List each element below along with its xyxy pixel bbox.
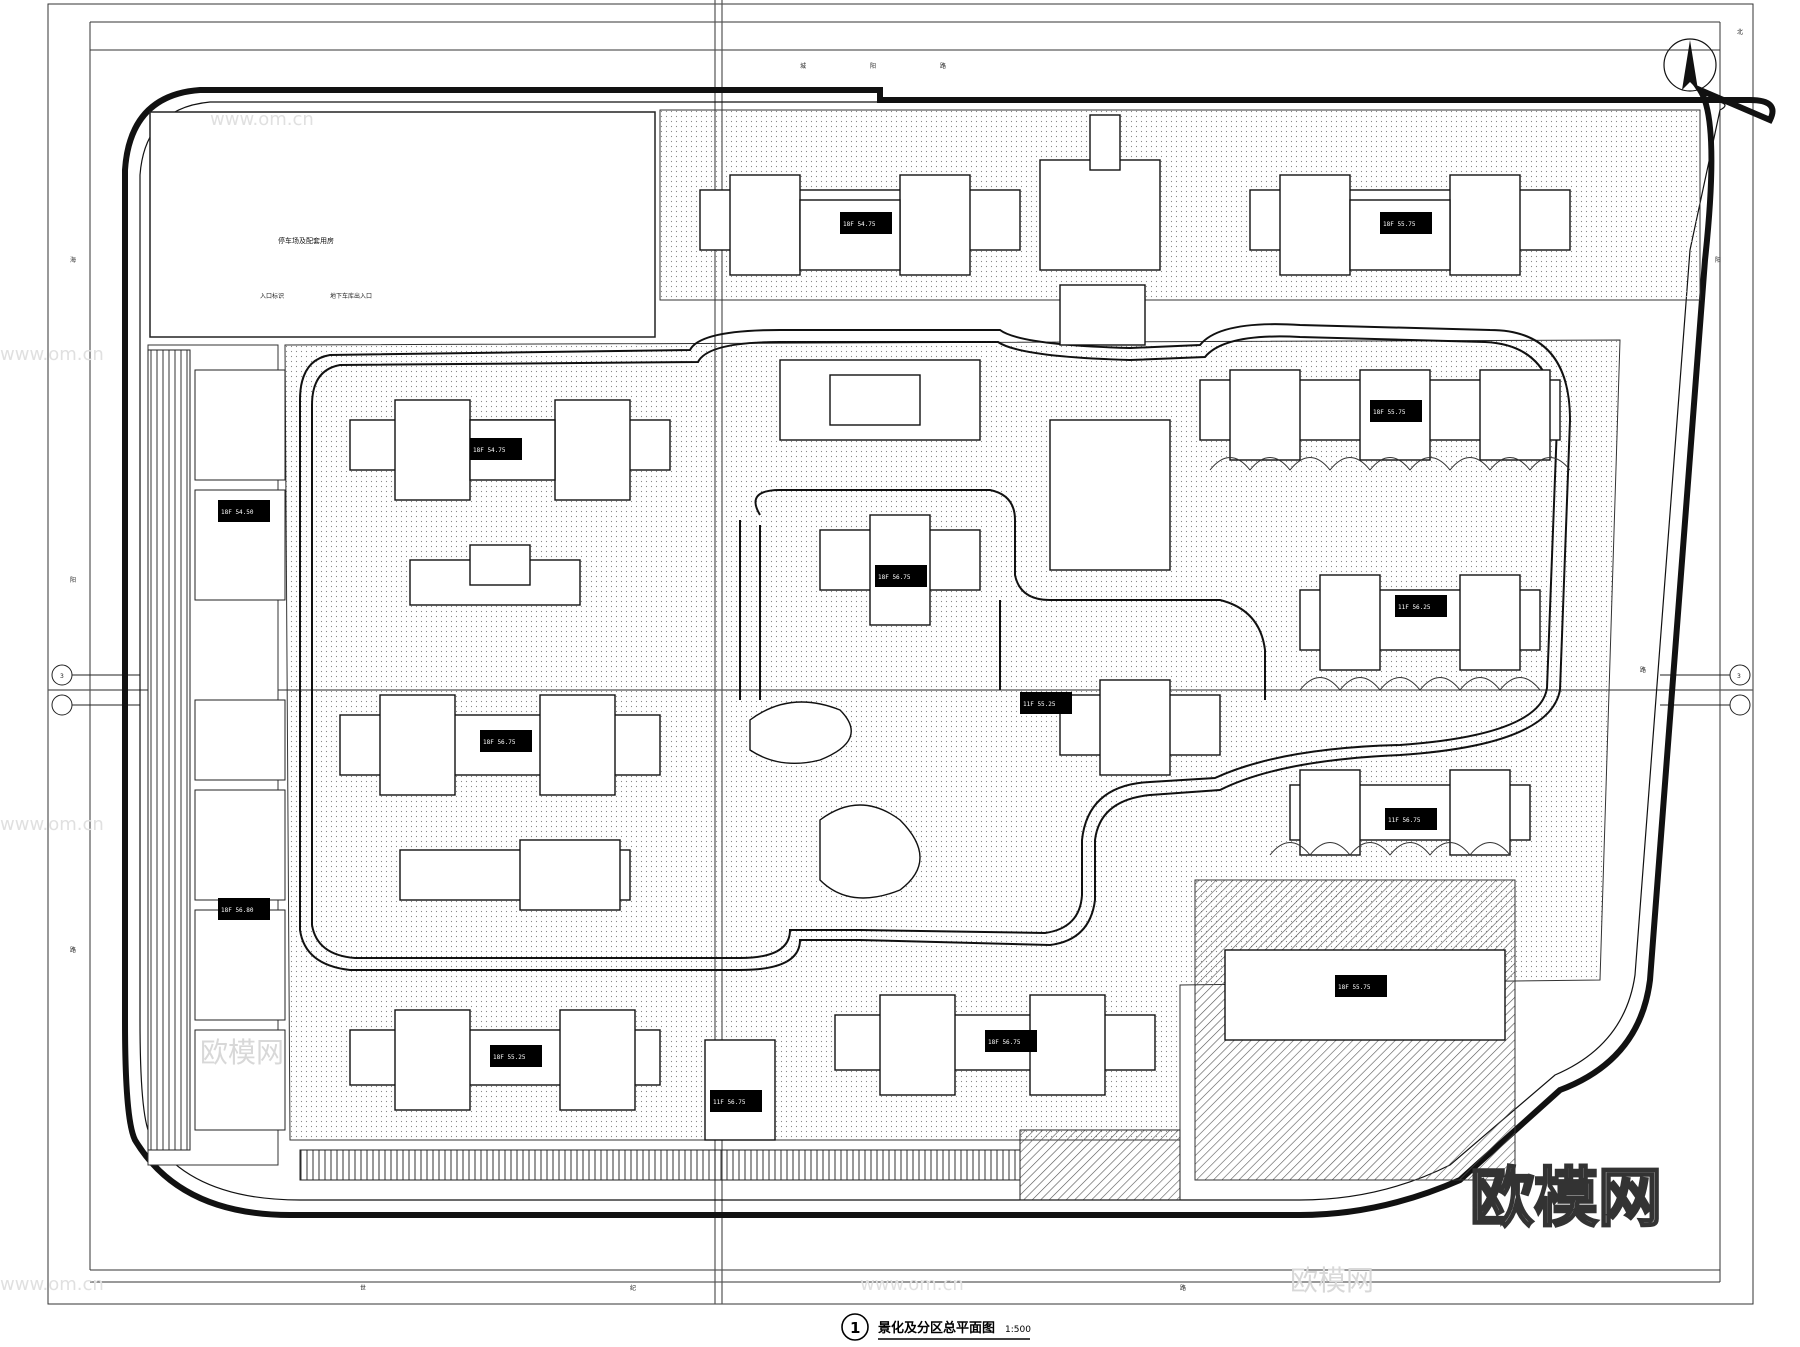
building-tag-text: 18F 55.75: [1383, 221, 1416, 228]
bottom-fence: [299, 1129, 1181, 1201]
building-d1: [339, 694, 661, 796]
watermark-url-1: www.om.cn: [210, 109, 314, 130]
building-tag-text: 18F 55.75: [1338, 984, 1371, 991]
building-tag-text: 18F 54.75: [843, 221, 876, 228]
building-a2: [1249, 174, 1571, 276]
building-c2: [1299, 574, 1541, 671]
building-tag: 18F 54.75: [470, 438, 522, 460]
watermark-brand-1: 欧模网: [200, 1036, 284, 1069]
building-d3: [1289, 769, 1531, 856]
pedestrian-note: 地下车库出入口: [330, 292, 372, 300]
planting-beds: [1209, 457, 1571, 856]
building-tag: 18F 54.75: [840, 212, 892, 234]
building-tag-text: 18F 56.75: [878, 574, 911, 581]
corner-tag-right: 3: [1737, 673, 1741, 680]
building-tag-text: 18F 56.75: [988, 1039, 1021, 1046]
building-tag-text: 18F 54.75: [473, 447, 506, 454]
entrance-gate: [1039, 114, 1161, 346]
building-tag-text: 11F 56.25: [1398, 604, 1431, 611]
building-tag: 18F 55.75: [1335, 975, 1387, 997]
site-boundary: [122, 83, 1776, 1218]
watermark-url-2: www.om.cn: [0, 344, 104, 365]
north-label: 北: [1737, 28, 1743, 36]
building-tag-text: 18F 56.75: [483, 739, 516, 746]
road-top-3: 路: [940, 62, 946, 70]
road-labels: 城 阳 路 海 阳 路 阳 路 世 纪 路: [70, 62, 1721, 1292]
brand-logo: 欧模网: [1469, 1161, 1664, 1238]
title-block: 1 景化及分区总平面图 1:500: [841, 1313, 1031, 1341]
road-top-2: 阳: [870, 62, 876, 70]
road-left-1: 海: [70, 256, 76, 264]
building-tag: 11F 56.75: [710, 1090, 762, 1112]
building-tag-text: 18F 56.80: [221, 907, 254, 914]
drawing-number: 1: [850, 1319, 860, 1337]
brand-logo-text: 欧模网: [1470, 1162, 1662, 1236]
watermark-url-5: www.om.cn: [0, 1274, 104, 1295]
road-top-1: 城: [800, 63, 806, 70]
entrance-note: 入口标识: [260, 292, 284, 300]
building-tag: 18F 54.50: [218, 500, 270, 522]
building-e2: [399, 839, 631, 911]
left-strip: [147, 349, 286, 1151]
building-tag: 11F 55.25: [1020, 692, 1072, 714]
notes: 入口标识 地下车库出入口 3 3: [60, 292, 1741, 680]
building-tag-text: 18F 55.75: [1373, 409, 1406, 416]
building-tag-text: 11F 56.75: [1388, 817, 1421, 824]
building-tag: 18F 55.75: [1380, 212, 1432, 234]
building-tag: 18F 56.75: [480, 730, 532, 752]
road-bottom-3: 路: [1180, 1284, 1186, 1292]
building-tag: 18F 56.75: [985, 1030, 1037, 1052]
inner-loop-road: [299, 323, 1572, 971]
building-d2: [1059, 679, 1221, 776]
sheet-frame: [47, 3, 1754, 1305]
building-tag: 18F 56.75: [875, 565, 927, 587]
building-tag-text: 11F 55.25: [1023, 701, 1056, 708]
road-bottom-2: 纪: [630, 1284, 636, 1292]
clubhouse: [779, 359, 1171, 571]
north-arrow: 北: [1663, 28, 1743, 92]
watermark-brand-2: 欧模网: [1290, 1264, 1374, 1297]
building-tag: 18F 56.80: [218, 898, 270, 920]
building-tag-text: 18F 55.25: [493, 1054, 526, 1061]
watermark-url-4: www.om.cn: [860, 1274, 964, 1295]
building-tag: 18F 55.75: [1370, 400, 1422, 422]
road-left-2: 阳: [70, 576, 76, 584]
building-e1: [409, 544, 581, 606]
parking-lot: 停车场及配套用房: [149, 111, 656, 338]
road-right-1: 阳: [1715, 256, 1721, 264]
pond-garden: [749, 701, 921, 899]
watermarks: www.om.cn www.om.cn www.om.cn www.om.cn …: [0, 109, 1374, 1297]
building-tags: 18F 54.75 18F 55.75 18F 54.75 18F 55.75 11F …: [218, 212, 1447, 1112]
drawing-title: 景化及分区总平面图: [878, 1320, 995, 1336]
building-f1: [349, 1009, 661, 1111]
parking-lot-label: 停车场及配套用房: [278, 236, 334, 245]
building-tag-text: 11F 56.75: [713, 1099, 746, 1106]
drawing-scale: 1:500: [1005, 1325, 1031, 1335]
building-tag: 11F 56.25: [1395, 595, 1447, 617]
road-bottom-1: 世: [360, 1284, 366, 1292]
road-left-3: 路: [70, 946, 76, 954]
road-right-2: 路: [1640, 666, 1646, 674]
axis-bubbles: [51, 664, 1751, 716]
building-tag: 18F 55.25: [490, 1045, 542, 1067]
buildings: [339, 114, 1571, 1141]
building-tag: 11F 56.75: [1385, 808, 1437, 830]
corner-tag-left: 3: [60, 673, 64, 680]
watermark-url-3: www.om.cn: [0, 814, 104, 835]
building-tag-text: 18F 54.50: [221, 509, 254, 516]
